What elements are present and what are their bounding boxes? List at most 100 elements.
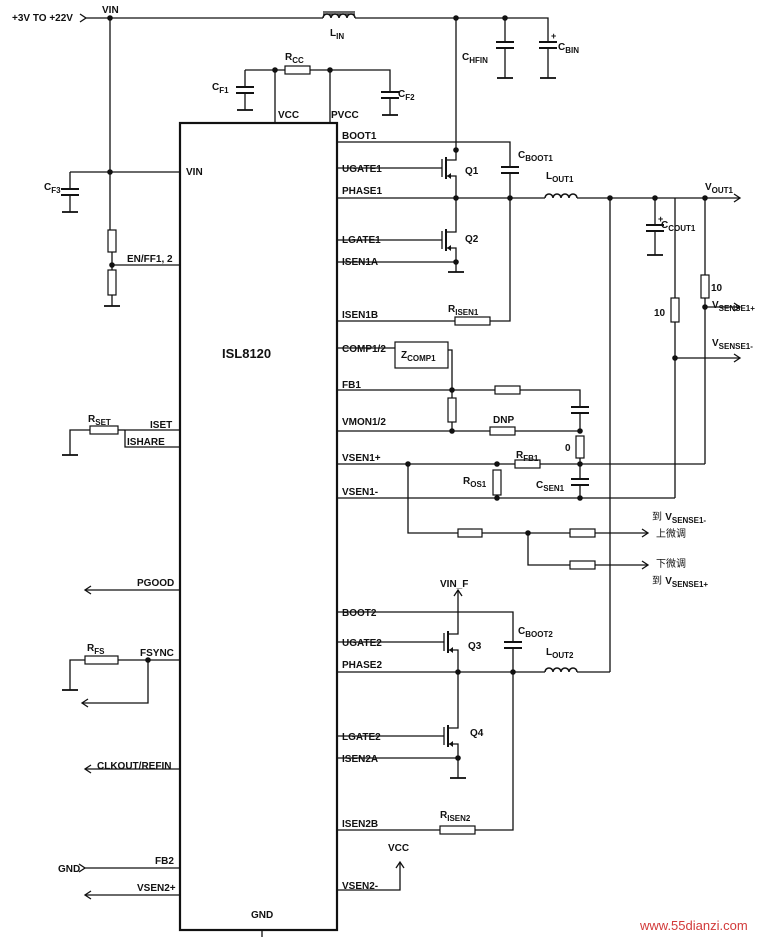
wire [337, 611, 514, 672]
rfb1-resistor [514, 459, 541, 469]
capacitor-gap [61, 190, 79, 194]
q1-arrow-icon [447, 173, 451, 179]
junction-dot [453, 147, 459, 153]
junction-dot [577, 461, 583, 467]
ros1-resistor [492, 469, 502, 496]
trim-down-target: 到 VSENSE1+ [652, 575, 708, 589]
wire [337, 862, 401, 891]
junction-dot [449, 428, 455, 434]
junction-dot [702, 195, 708, 201]
wire [446, 150, 457, 161]
fb-capacitor [571, 406, 589, 414]
junction-dot [107, 15, 113, 21]
zcomp1-label: ZCOMP1 [401, 350, 436, 363]
rset-label: RSET [88, 414, 111, 427]
arrow-right-icon [733, 193, 742, 203]
vsense1m-label: VSENSE1- [712, 338, 753, 351]
arrow-up-icon [395, 860, 405, 869]
rfb1-label: RFB1 [516, 450, 539, 463]
q4-arrow-icon [449, 741, 453, 747]
junction-dot [272, 67, 278, 73]
trim-up-resistor [569, 528, 596, 538]
pin-vsen2m: VSEN2- [342, 881, 378, 892]
capacitor-gap [504, 643, 522, 647]
q2-label: Q2 [465, 234, 479, 245]
arrow-right-icon [641, 528, 650, 538]
arrow-up-icon [453, 588, 463, 597]
q4-label: Q4 [470, 728, 484, 739]
junction-dot [577, 495, 583, 501]
wire [82, 660, 149, 704]
pin-fb1: FB1 [342, 380, 361, 391]
pin-isen2b: ISEN2B [342, 819, 378, 830]
pin-boot2: BOOT2 [342, 608, 377, 619]
pin-phase1: PHASE1 [342, 186, 382, 197]
cout1-label: CCOUT1 [661, 220, 696, 233]
pin-clkout-refin: CLKOUT/REFIN [97, 761, 171, 772]
capacitor-gap [571, 408, 589, 412]
pin-gnd: GND [251, 910, 273, 921]
ic-body [178, 121, 339, 932]
wire [527, 533, 570, 566]
chip-name: ISL8120 [222, 346, 271, 361]
trim-up-target: 到 VSENSE1- [652, 511, 706, 525]
q3-arrow-icon [449, 647, 453, 653]
polarity-plus-icon: + [658, 214, 663, 224]
pin-comp: COMP1/2 [342, 344, 386, 355]
vin-net-label: VIN [102, 5, 119, 16]
pin-fsync: FSYNC [140, 648, 174, 659]
junction-dot [145, 657, 151, 663]
wire [446, 175, 457, 198]
wire [69, 659, 85, 690]
lin-label: LIN [330, 28, 344, 41]
zero-ohm-resistor [575, 435, 585, 459]
en-divider-top-resistor [107, 229, 117, 253]
capacitor-gap [571, 480, 589, 484]
junction-dot [109, 262, 115, 268]
junction-dot [453, 195, 459, 201]
pin-vsen1p: VSEN1+ [342, 453, 381, 464]
cf3-label: CF3 [44, 182, 61, 195]
wire [520, 389, 581, 431]
cf1-label: CF1 [212, 82, 229, 95]
junction-dot [652, 195, 658, 201]
junction-dot [494, 461, 500, 467]
capacitor-gap [501, 168, 519, 172]
cboot1-label: CBOOT1 [518, 150, 553, 163]
cout1-capacitor [646, 224, 664, 232]
wire [475, 672, 514, 831]
trim-down-resistor [569, 560, 596, 570]
lout2-label: LOUT2 [546, 647, 574, 660]
pin-ugate1: UGATE1 [342, 164, 382, 175]
junction-dot [577, 428, 583, 434]
trim-resistor-1 [457, 528, 483, 538]
watermark: www.55dianzi.com [639, 918, 748, 933]
ros1-label: ROS1 [463, 476, 487, 489]
trim-down-label: 下微调 [656, 557, 686, 570]
pin-en-ff: EN/FF1, 2 [127, 254, 173, 265]
junction-dot [455, 669, 461, 675]
cbin-label: CBIN [558, 42, 579, 55]
rset-resistor [89, 425, 119, 435]
vout1-label: VOUT1 [705, 182, 734, 195]
capacitor-gap [496, 43, 514, 47]
arrow-right-icon [641, 560, 650, 570]
rfs-resistor [84, 655, 119, 665]
pin-vsen1m: VSEN1- [342, 487, 378, 498]
junction-dot [107, 169, 113, 175]
cf2-capacitor [381, 91, 399, 99]
risen1-label: RISEN1 [448, 304, 479, 317]
wire [124, 430, 180, 448]
capacitor-gap [381, 93, 399, 97]
risen2-label: RISEN2 [440, 810, 471, 823]
wire [310, 69, 391, 115]
fb-vmon-resistor [447, 397, 457, 423]
vsense1p-label: VSENSE1+ [712, 300, 755, 313]
pin-phase2: PHASE2 [342, 660, 382, 671]
q1-label: Q1 [465, 166, 479, 177]
pin-iset: ISET [150, 420, 172, 431]
junction-dot [494, 495, 500, 501]
arrow-left-icon [80, 698, 89, 708]
lout2-inductor [544, 667, 578, 673]
junction-dot [702, 304, 708, 310]
